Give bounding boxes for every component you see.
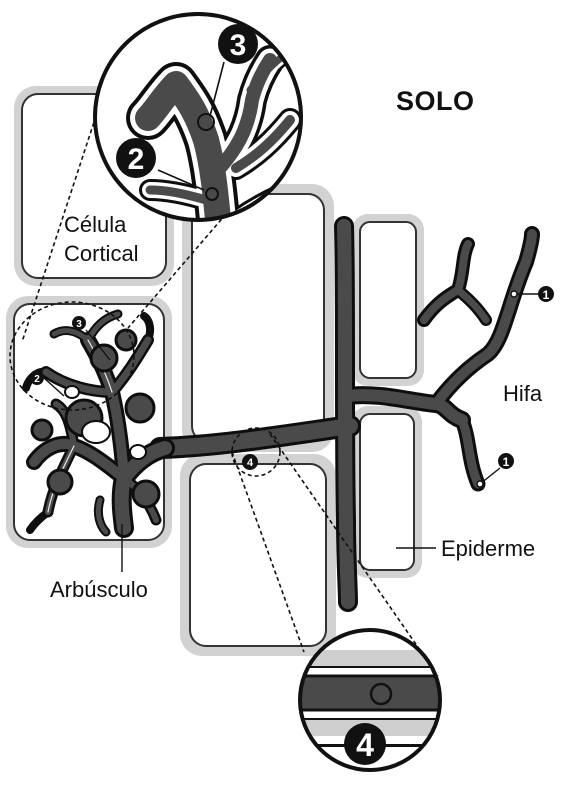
badge-1-bottom: 1 — [498, 453, 514, 469]
svg-text:3: 3 — [230, 29, 247, 62]
cortical-cell-bottom — [180, 454, 336, 656]
badge-1-top: 1 — [538, 286, 554, 302]
svg-text:2: 2 — [34, 374, 40, 385]
svg-text:1: 1 — [503, 455, 510, 469]
hypha-label: Hifa — [503, 381, 542, 407]
epidermal-cell-top — [352, 214, 424, 386]
badge-4-small: 4 — [242, 454, 258, 470]
badge-2-large: 2 — [116, 138, 156, 178]
marker-1-dot-top — [511, 291, 517, 297]
svg-text:1: 1 — [543, 288, 550, 302]
soil-label: SOLO — [396, 88, 475, 114]
epidermal-cell-bottom — [352, 406, 422, 578]
svg-text:2: 2 — [128, 143, 145, 176]
svg-text:3: 3 — [76, 319, 82, 330]
arbuscule-label: Arbúsculo — [50, 577, 148, 603]
cortical-cell-label-line2: Cortical — [64, 241, 139, 267]
marker-1-dot-bottom — [477, 481, 483, 487]
cortical-cell-label-line1: Célula — [64, 212, 126, 238]
svg-text:4: 4 — [356, 727, 374, 763]
badge-2-small: 2 — [30, 371, 44, 385]
svg-text:4: 4 — [247, 457, 254, 469]
badge-3-large: 3 — [218, 24, 258, 64]
badge-4-large: 4 — [344, 723, 386, 765]
cortical-cell-center — [182, 184, 334, 452]
badge-3-small: 3 — [72, 316, 86, 330]
epidermis-label: Epiderme — [441, 536, 535, 562]
